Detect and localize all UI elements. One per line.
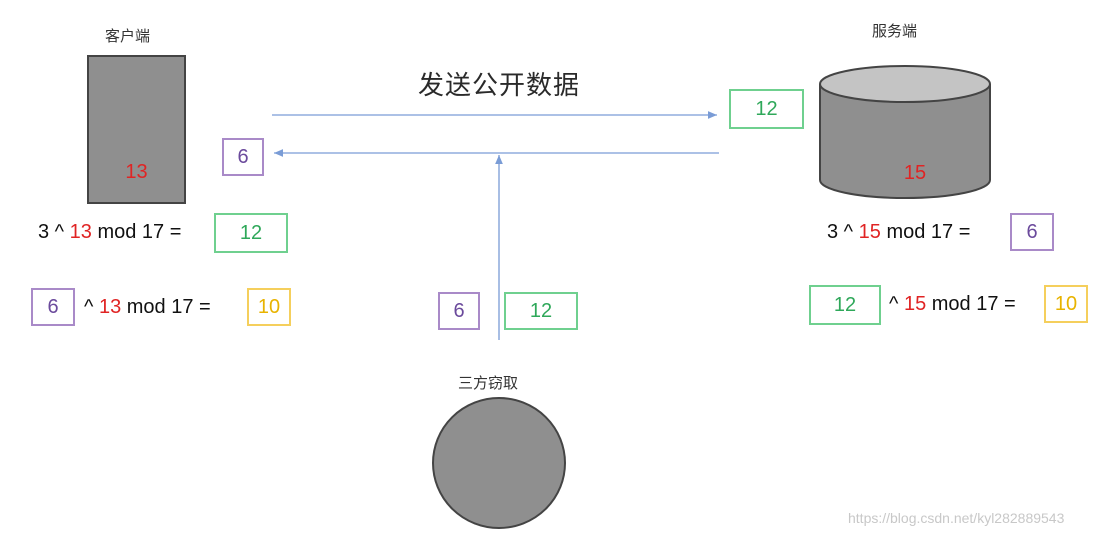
sent-to-client-box: 6: [222, 138, 264, 176]
sent-to-server-box: 12: [729, 89, 804, 129]
server-secret: 15: [903, 162, 927, 184]
intercepted-b: 12: [504, 292, 578, 330]
server-eq1: 3 ^ 15 mod 17 =: [827, 221, 971, 243]
client-eq2: ^ 13 mod 17 =: [84, 296, 211, 318]
client-eq2-result: 10: [247, 288, 291, 326]
intercepted-a: 6: [438, 292, 480, 330]
client-eq2-base: 6: [31, 288, 75, 326]
server-eq1-result: 6: [1010, 213, 1054, 251]
client-eq1: 3 ^ 13 mod 17 =: [38, 221, 182, 243]
client-node: 13: [87, 55, 186, 204]
eavesdropper-label: 三方窃取: [458, 374, 519, 392]
arrow-title: 发送公开数据: [418, 71, 581, 101]
server-eq2-base: 12: [809, 285, 881, 325]
eavesdropper-node: [432, 397, 566, 529]
client-label: 客户端: [105, 27, 151, 45]
server-cylinder: [819, 65, 991, 199]
server-label: 服务端: [872, 22, 918, 40]
server-eq2-result: 10: [1044, 285, 1088, 323]
watermark: https://blog.csdn.net/kyl282889543: [848, 510, 1065, 526]
client-secret: 13: [125, 161, 148, 183]
server-eq2: ^ 15 mod 17 =: [889, 293, 1016, 315]
client-eq1-result: 12: [214, 213, 288, 253]
